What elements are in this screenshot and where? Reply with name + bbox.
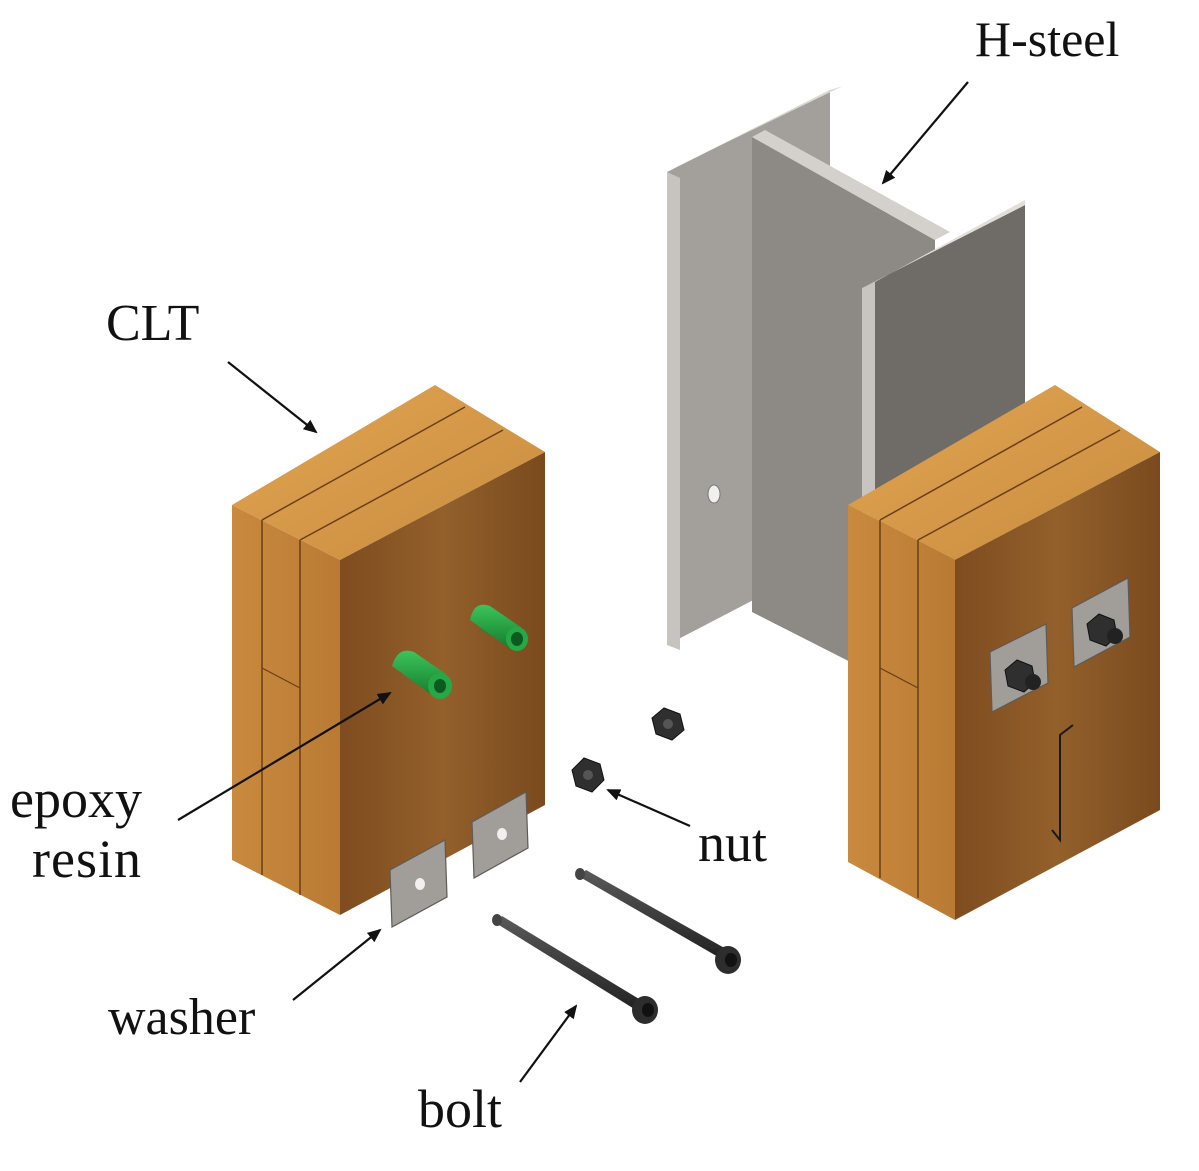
epoxy-plug-upper xyxy=(470,604,528,651)
label-h-steel: H-steel xyxy=(975,11,1120,67)
arrow-washer xyxy=(292,928,382,1001)
label-bolt: bolt xyxy=(418,1079,503,1139)
leader-arrows xyxy=(177,81,969,1083)
arrow-epoxy-resin xyxy=(177,691,392,821)
bolts xyxy=(492,868,741,1024)
clt-right-side-face xyxy=(848,505,955,920)
nut-upper xyxy=(651,707,685,741)
clt-block-right xyxy=(848,385,1160,920)
arrow-bolt xyxy=(519,1004,578,1083)
h-steel-web-top-edge xyxy=(752,130,950,240)
washer-right xyxy=(471,790,529,880)
clt-left-top-face xyxy=(232,385,545,560)
clt-right-front-face xyxy=(955,452,1160,920)
nuts xyxy=(571,707,685,793)
clt-left-side-face xyxy=(232,505,340,915)
arrow-clt xyxy=(227,361,318,434)
h-steel-bolt-hole xyxy=(707,484,721,504)
bolt-lower xyxy=(492,914,658,1024)
assembled-fastener-right xyxy=(1071,577,1131,668)
epoxy-resin-plugs xyxy=(392,604,528,699)
label-epoxy: epoxy xyxy=(10,769,142,829)
epoxy-plug-lower xyxy=(392,650,452,699)
assembled-fastener-left xyxy=(989,623,1049,713)
label-clt: CLT xyxy=(106,295,200,352)
washer-left xyxy=(389,839,448,928)
arrow-nut xyxy=(606,788,691,828)
nut-lower xyxy=(571,757,605,793)
clt-right-top-face xyxy=(848,385,1160,560)
h-steel-section xyxy=(667,86,1025,705)
label-resin: resin xyxy=(32,829,142,889)
arrow-h-steel xyxy=(881,81,969,185)
label-nut: nut xyxy=(698,813,768,873)
washers xyxy=(389,790,529,928)
bolt-upper xyxy=(575,868,741,974)
slot-mark xyxy=(1051,724,1074,843)
h-steel-back-flange-edge xyxy=(667,172,680,650)
label-washer: washer xyxy=(108,989,256,1046)
